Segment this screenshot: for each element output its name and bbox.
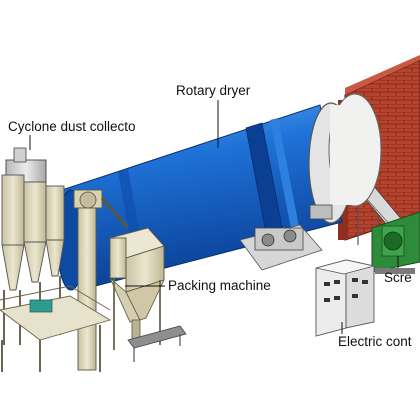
- label-screw: Scre: [384, 270, 412, 285]
- operating-platform: [0, 285, 112, 372]
- dryer-support: [239, 204, 333, 271]
- screw-conveyor: [371, 211, 420, 274]
- bag-conveyor: [127, 325, 187, 362]
- label-packing-machine: Packing machine: [168, 278, 271, 293]
- electric-control-cabinet: [315, 259, 375, 337]
- label-rotary-dryer: Rotary dryer: [176, 83, 251, 98]
- label-electric-control: Electric cont: [338, 334, 412, 349]
- cyclone-dust-collector: [1, 147, 65, 345]
- label-cyclone-dust-collector: Cyclone dust collecto: [8, 119, 136, 134]
- packing-machine: [109, 227, 165, 350]
